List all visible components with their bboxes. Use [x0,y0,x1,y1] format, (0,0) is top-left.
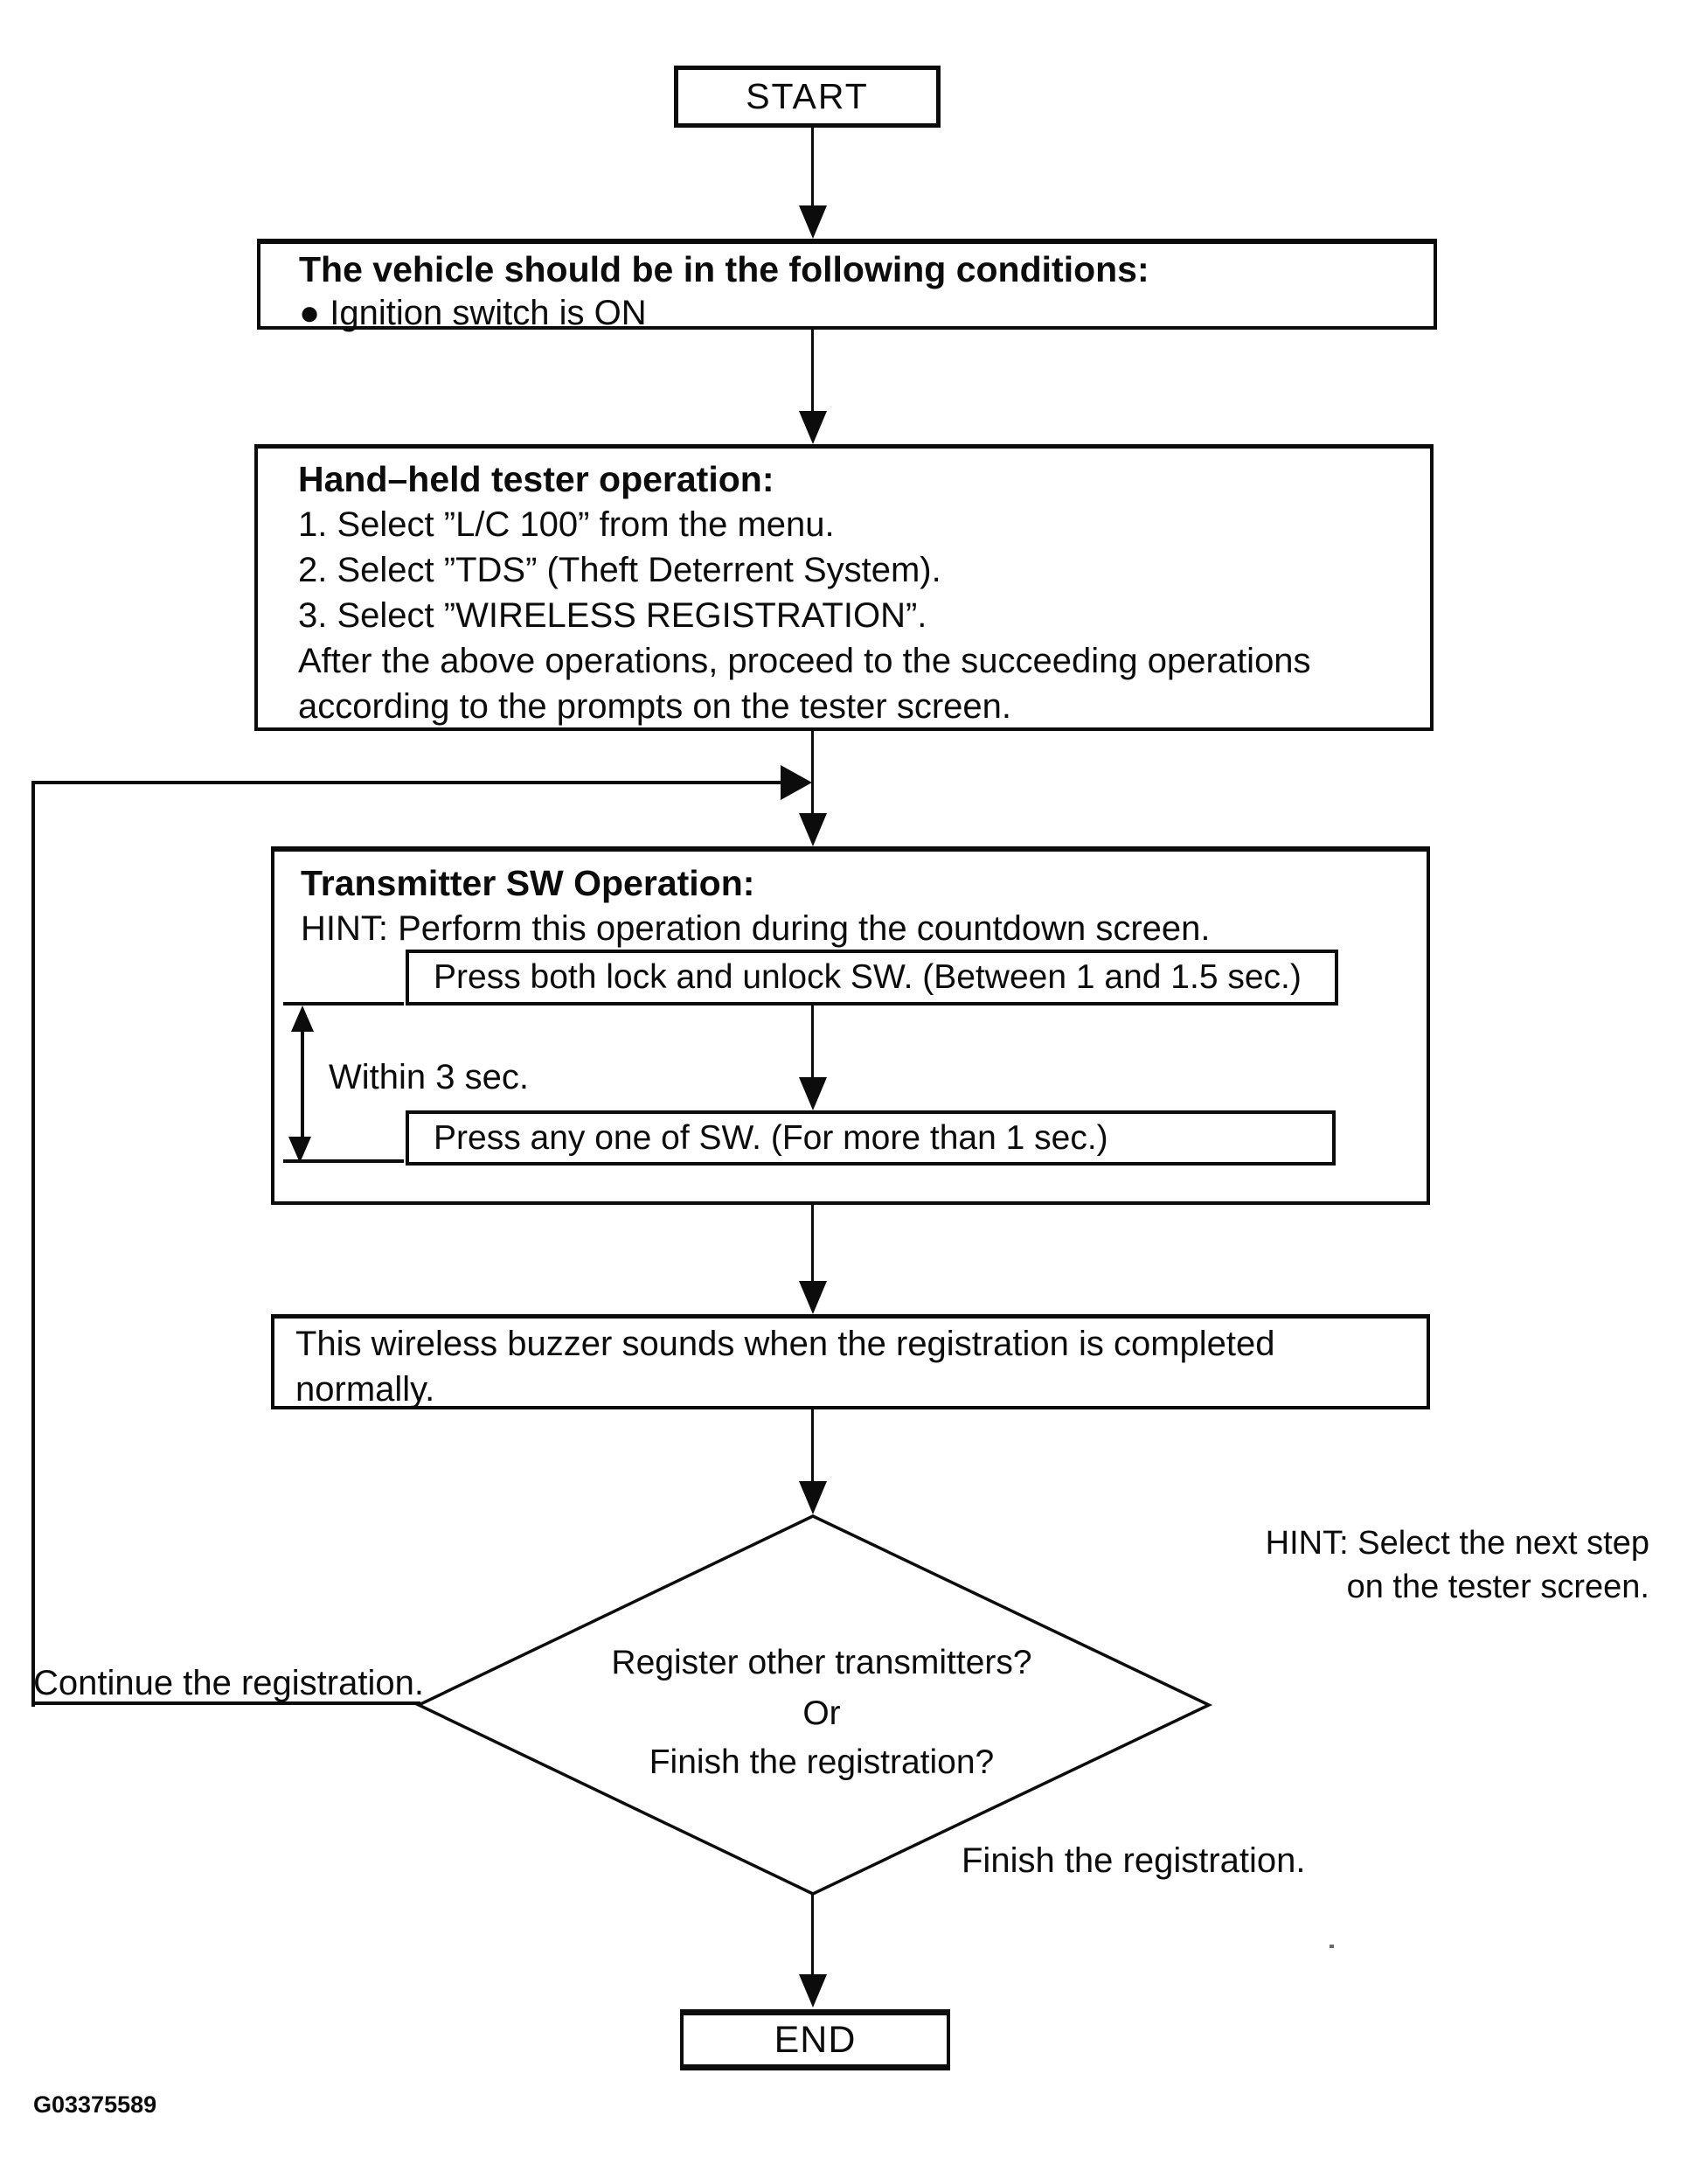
arrowhead-into-end [799,1974,827,2008]
interval-arrow-shaft [301,1028,304,1140]
arrowhead-into-buzzer [799,1281,827,1314]
interval-tick-top [283,1002,404,1005]
interval-tick-bottom [283,1159,404,1163]
bullet-icon: ● [299,294,321,332]
conditions-title: The vehicle should be in the following c… [299,249,1149,289]
conditions-node: The vehicle should be in the following c… [257,239,1437,332]
connector-buzzer-to-decision [811,1409,814,1483]
start-node: START [674,66,941,128]
tester-title: Hand–held tester operation: [298,459,774,499]
conditions-item: Ignition switch is ON [330,294,647,332]
feedback-loop-top-line [31,781,781,784]
arrowhead-into-conditions [799,205,827,239]
connector-transmitter-to-buzzer [811,1205,814,1283]
connector-step1-to-step2 [811,1005,814,1081]
branch-label-finish: Finish the registration. [962,1841,1306,1880]
feedback-arrowhead-into-spine [781,765,812,800]
tester-note-line-2: according to the prompts on the tester s… [298,687,1011,726]
conditions-item-row: ● Ignition switch is ON [299,291,1434,335]
scan-artifact-dot [1330,1945,1334,1948]
arrowhead-into-tester [799,411,827,444]
interval-arrowhead-up [291,1005,314,1032]
branch-label-continue: Continue the registration. [33,1664,424,1702]
press-both-sw-label: Press both lock and unlock SW. (Between … [434,958,1302,996]
arrowhead-into-step2 [799,1077,827,1110]
decision-hint-line-2: on the tester screen. [1346,1569,1649,1605]
end-label: END [774,2018,857,2061]
press-any-sw-node: Press any one of SW. (For more than 1 se… [406,1110,1336,1166]
press-both-sw-node: Press both lock and unlock SW. (Between … [406,950,1338,1005]
interval-label: Within 3 sec. [329,1058,529,1096]
transmitter-hint: HINT: Perform this operation during the … [301,909,1211,948]
decision-question-line-1: Register other transmitters? [611,1644,1032,1681]
tester-step-1: 1. Select ”L/C 100” from the menu. [298,505,835,544]
end-node: END [680,2009,950,2070]
feedback-loop-bottom-line [31,1701,420,1705]
buzzer-line-1: This wireless buzzer sounds when the reg… [295,1325,1275,1363]
feedback-loop-left-line [31,781,35,1707]
decision-hint-line-1: HINT: Select the next step [1265,1525,1649,1562]
tester-step-2: 2. Select ”TDS” (Theft Deterrent System)… [298,551,941,589]
connector-conditions-to-tester [811,330,814,413]
connector-start-to-conditions [811,128,814,210]
decision-or: Or [802,1694,841,1732]
decision-question-line-2: Finish the registration? [649,1743,995,1781]
transmitter-title: Transmitter SW Operation: [301,863,755,903]
tester-node: Hand–held tester operation: 1. Select ”L… [254,444,1434,731]
buzzer-node: This wireless buzzer sounds when the reg… [271,1314,1430,1409]
connector-tester-to-transmitter [811,731,814,815]
arrowhead-into-transmitter [799,813,827,846]
figure-id: G03375589 [33,2091,157,2118]
connector-decision-to-end [811,1894,814,1976]
press-any-sw-label: Press any one of SW. (For more than 1 se… [434,1118,1108,1157]
buzzer-line-2: normally. [295,1370,435,1409]
start-label: START [746,76,869,116]
interval-arrowhead-down [288,1137,311,1163]
tester-step-3: 3. Select ”WIRELESS REGISTRATION”. [298,596,927,635]
tester-note-line-1: After the above operations, proceed to t… [298,642,1311,680]
arrowhead-into-decision [799,1481,827,1514]
